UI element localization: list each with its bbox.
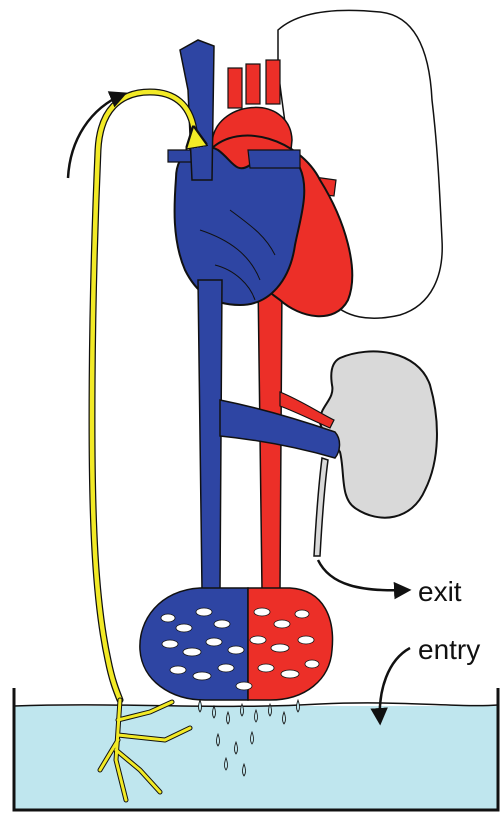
- water-container: [14, 688, 498, 810]
- entry-label: entry: [418, 636, 480, 664]
- exit-arrow: [318, 560, 408, 590]
- exit-label: exit: [418, 578, 462, 606]
- ureter: [314, 458, 328, 556]
- capillary-bed: [140, 588, 333, 700]
